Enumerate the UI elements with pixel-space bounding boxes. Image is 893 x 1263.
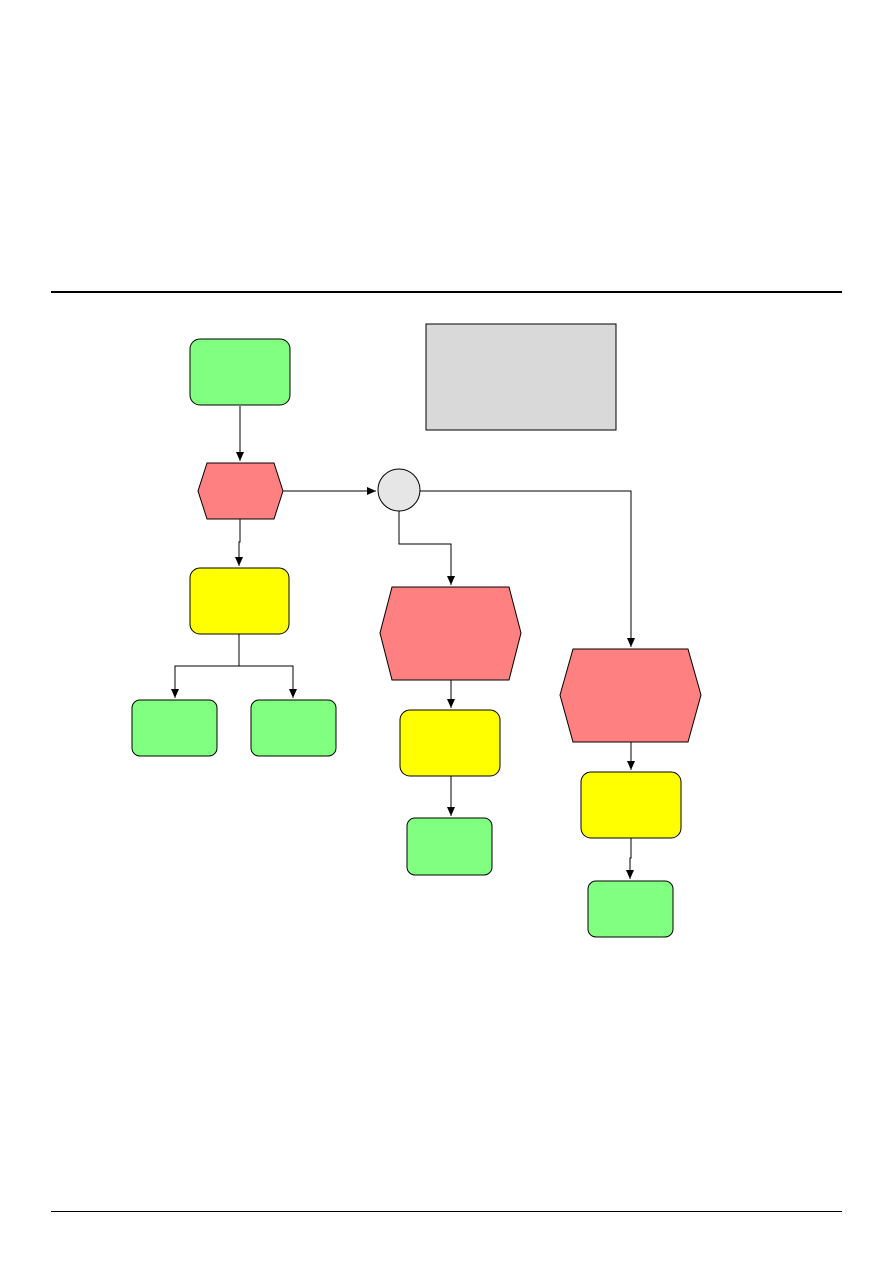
edge-function-main-to-org-unit-left	[235, 519, 243, 566]
nodes	[131, 323, 702, 938]
edge-connector-to-function-right	[420, 490, 635, 647]
note-box	[425, 323, 617, 431]
edge-org-unit-right-to-event-right	[626, 838, 634, 879]
edge-org-unit-left-to-event-left-b	[239, 665, 297, 698]
event-right	[587, 880, 674, 938]
edges	[171, 406, 635, 879]
function-middle	[379, 586, 522, 681]
function-main	[197, 462, 284, 520]
footer-rule	[51, 1211, 842, 1212]
connector	[377, 468, 421, 512]
header-rule	[51, 291, 842, 293]
edge-connector-to-function-middle	[398, 511, 455, 585]
org-unit-middle	[399, 709, 501, 777]
function-right	[559, 648, 702, 743]
event-middle	[406, 817, 493, 876]
edge-org-unit-left-to-event-left-a	[171, 634, 240, 698]
event-left-a	[131, 699, 218, 757]
org-unit-right	[580, 771, 682, 839]
org-unit-left	[189, 567, 290, 635]
event-left-b	[250, 699, 337, 757]
start-event	[189, 338, 291, 406]
